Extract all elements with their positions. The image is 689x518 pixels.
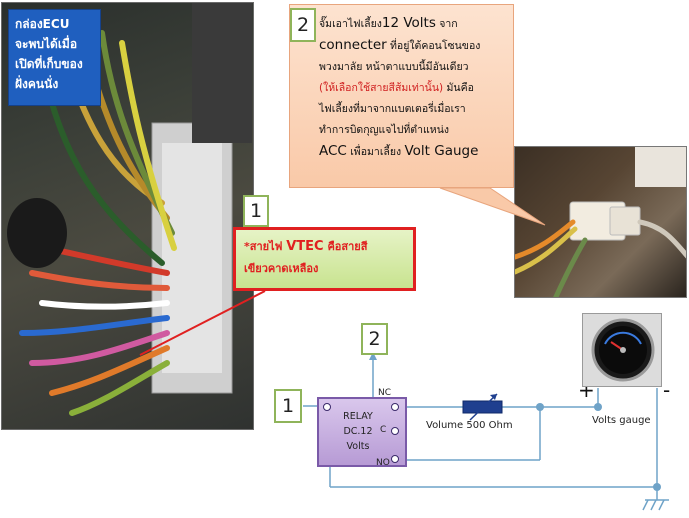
junction-dot-1 bbox=[536, 403, 544, 411]
callout-2-line-4-red: (ให้เลือกใช้สายสีส้มเท่านั้น) bbox=[319, 82, 444, 94]
gauge-hub bbox=[620, 347, 626, 353]
junction-dot-3 bbox=[653, 483, 661, 491]
resistor-arrow-head bbox=[490, 394, 497, 400]
callout-2-line-2-a: connecter bbox=[319, 37, 387, 53]
ecu-photo-drawing bbox=[7, 3, 252, 416]
ground-symbol bbox=[642, 499, 669, 511]
ecu-label-line-4: ฝั่งคนนั่ง bbox=[15, 77, 59, 91]
panel-edge bbox=[635, 147, 686, 187]
callout-1-text: *สายไฟ VTEC คือสายสี เขียวคาดเหลือง bbox=[244, 236, 414, 280]
pin-c-label: C bbox=[380, 425, 387, 435]
callout-1-line-2: เขียวคาดเหลือง bbox=[244, 262, 319, 275]
pin-nc-terminal bbox=[391, 403, 399, 411]
callout-1-line-1-a: *สายไฟ bbox=[244, 240, 287, 253]
ecu-location-label: กล่องECU จะพบได้เมื่อ เปิดที่เก็บของ ฝั่… bbox=[8, 9, 101, 106]
ground-tick-1 bbox=[642, 499, 649, 511]
gauge-drawing bbox=[583, 314, 661, 386]
wire-grey-acc bbox=[637, 219, 686, 259]
resistor-arrow bbox=[469, 393, 498, 421]
callout-2-line-1: จั๊มเอาไฟเลี้ยง12 Volts จาก bbox=[319, 13, 512, 35]
callout-2-line-4: (ให้เลือกใช้สายสีส้มเท่านั้น) มันคือ bbox=[319, 78, 512, 99]
callout-2-line-7-b: เพื่อมาเลี้ยง bbox=[346, 146, 405, 158]
relay-component: RELAY DC.12 Volts bbox=[317, 397, 407, 467]
callout-1-pointer bbox=[139, 290, 266, 356]
ecu-label-line-2: จะพบได้เมื่อ bbox=[15, 37, 78, 51]
bracket bbox=[192, 3, 252, 143]
callout-2-line-2: connecter ที่อยู่ใต้คอนโซนของ bbox=[319, 35, 512, 57]
ecu-connector-photo: กล่องECU จะพบได้เมื่อ เปิดที่เก็บของ ฝั่… bbox=[1, 2, 254, 430]
ecu-label-line-1: กล่องECU bbox=[15, 17, 70, 31]
callout-2-line-1-c: จาก bbox=[435, 18, 458, 30]
callout-2-line-3: พวงมาลัย หน้าตาแบบนี้มีอันเดียว bbox=[319, 61, 469, 73]
relay-line-3: Volts bbox=[346, 441, 370, 452]
ecu-label-line-3: เปิดที่เก็บของ bbox=[15, 57, 83, 71]
wire-yellow-acc bbox=[515, 226, 578, 275]
wire-pink bbox=[29, 330, 170, 366]
callout-acc-instructions: จั๊มเอาไฟเลี้ยง12 Volts จาก connecter ที… bbox=[289, 4, 514, 188]
callout-2-line-2-b: ที่อยู่ใต้คอนโซนของ bbox=[386, 40, 481, 52]
ground-tick-3 bbox=[658, 499, 665, 511]
callout-2-line-1-b: 12 Volts bbox=[381, 15, 436, 31]
connector-photo-drawing bbox=[515, 147, 686, 297]
callout-2-line-6: ทำการบิดกุญแจไปที่ตำแหน่ง bbox=[319, 124, 449, 136]
gauge-label: Volts gauge bbox=[592, 415, 651, 426]
callout-1-line-1: *สายไฟ VTEC คือสายสี bbox=[244, 236, 414, 258]
connector-face bbox=[162, 143, 222, 373]
relay-line-1: RELAY bbox=[343, 411, 373, 422]
wire-orange bbox=[49, 345, 170, 396]
pin-input-terminal bbox=[323, 403, 331, 411]
callout-2-pointer bbox=[439, 187, 546, 226]
callout-2-line-7-c: Volt Gauge bbox=[404, 143, 479, 159]
callout-vtec-wire: *สายไฟ VTEC คือสายสี เขียวคาดเหลือง bbox=[233, 227, 416, 291]
pin-nc-label: NC bbox=[378, 388, 392, 398]
callout-2-line-1-a: จั๊มเอาไฟเลี้ยง bbox=[319, 18, 382, 30]
acc-connector-photo bbox=[514, 146, 687, 298]
wire-green-acc bbox=[553, 237, 588, 297]
wire-yellow-3 bbox=[119, 40, 177, 251]
relay-line-2: DC.12 bbox=[343, 426, 373, 437]
callout-2-line-7: ACC เพื่อมาเลี้ยง Volt Gauge bbox=[319, 141, 512, 163]
relay-text: RELAY DC.12 Volts bbox=[333, 409, 383, 454]
minus-sign: - bbox=[663, 378, 671, 402]
wire-white bbox=[39, 300, 170, 310]
badge-1-diagram: 1 bbox=[274, 389, 302, 423]
wire-orange-acc bbox=[515, 219, 576, 260]
pin-no-terminal bbox=[391, 455, 399, 463]
pin-c-terminal bbox=[391, 427, 399, 435]
badge-2-diagram: 2 bbox=[361, 323, 388, 355]
badge-2-top: 2 bbox=[290, 8, 316, 42]
wire-blue bbox=[19, 315, 170, 336]
volume-label: Volume 500 Ohm bbox=[426, 420, 513, 431]
badge-1-top: 1 bbox=[243, 195, 269, 227]
gauge-scale bbox=[604, 331, 642, 345]
callout-2-line-4-b: มันคือ bbox=[443, 82, 474, 94]
junction-dot-2 bbox=[594, 403, 602, 411]
ground-tick-2 bbox=[650, 499, 657, 511]
grommet bbox=[7, 198, 67, 268]
pin-no-label: NO bbox=[376, 458, 390, 468]
connector-latch bbox=[609, 206, 641, 236]
wire-red-2 bbox=[29, 270, 170, 291]
callout-2-line-7-a: ACC bbox=[319, 143, 347, 159]
callout-1-line-1-c: คือสายสี bbox=[323, 240, 368, 253]
volt-gauge-photo bbox=[582, 313, 662, 387]
callout-2-line-5: ไฟเลี้ยงที่มาจากแบตเตอรี่เมื่อเรา bbox=[319, 103, 466, 115]
wire-green-2 bbox=[69, 360, 170, 416]
callout-1-line-1-b: VTEC bbox=[286, 239, 324, 254]
arrow-input-2 bbox=[369, 352, 377, 360]
callout-2-text: จั๊มเอาไฟเลี้ยง12 Volts จาก connecter ที… bbox=[319, 13, 512, 163]
